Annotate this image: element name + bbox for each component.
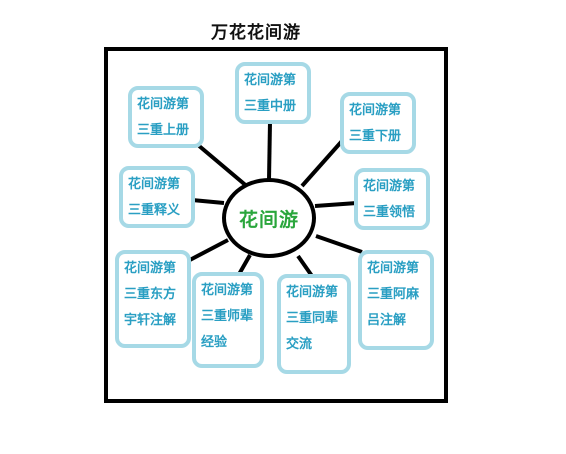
node-xia-ce: 花间游第 三重下册 bbox=[340, 92, 416, 154]
node-line: 花间游第 bbox=[128, 177, 181, 192]
connector-zhong-ce bbox=[267, 121, 272, 181]
center-node: 花间游 bbox=[222, 178, 316, 258]
node-line: 花间游第 bbox=[367, 261, 420, 276]
node-line: 吕注解 bbox=[367, 313, 407, 328]
node-line: 花间游第 bbox=[363, 179, 416, 194]
connector-a-ma-lv bbox=[315, 234, 363, 254]
node-line: 三重中册 bbox=[244, 99, 297, 114]
node-line: 三重同辈 bbox=[286, 311, 339, 326]
node-line: 三重东方 bbox=[124, 287, 177, 302]
node-tong-bei: 花间游第 三重同辈 交流 bbox=[277, 274, 351, 374]
node-line: 花间游第 bbox=[244, 73, 297, 88]
node-a-ma-lv: 花间游第 三重阿麻 吕注解 bbox=[358, 250, 434, 350]
node-dongfang: 花间游第 三重东方 宇轩注解 bbox=[115, 250, 191, 348]
node-line: 花间游第 bbox=[286, 285, 339, 300]
node-line: 三重师辈 bbox=[201, 309, 254, 324]
node-line: 花间游第 bbox=[124, 261, 177, 276]
node-line: 交流 bbox=[286, 337, 313, 352]
node-line: 三重领悟 bbox=[363, 205, 416, 220]
node-shi-yi: 花间游第 三重释义 bbox=[119, 166, 195, 228]
node-shang-ce: 花间游第 三重上册 bbox=[128, 86, 204, 148]
node-line: 宇轩注解 bbox=[124, 313, 177, 328]
connector-shi-yi bbox=[191, 198, 225, 205]
connector-dongfang bbox=[185, 238, 229, 264]
connector-shang-ce bbox=[196, 143, 251, 190]
node-line: 三重下册 bbox=[349, 129, 402, 144]
node-line: 花间游第 bbox=[349, 103, 402, 118]
node-zhong-ce: 花间游第 三重中册 bbox=[235, 62, 311, 124]
node-ling-wu: 花间游第 三重领悟 bbox=[354, 168, 430, 230]
node-line: 三重上册 bbox=[137, 123, 190, 138]
connector-xia-ce bbox=[300, 139, 344, 188]
node-line: 三重阿麻 bbox=[367, 287, 420, 302]
node-line: 经验 bbox=[201, 335, 228, 350]
diagram-title: 万花花间游 bbox=[211, 23, 301, 43]
node-shi-bei: 花间游第 三重师辈 经验 bbox=[192, 272, 264, 368]
node-line: 花间游第 bbox=[201, 283, 254, 298]
node-line: 三重释义 bbox=[128, 203, 181, 218]
node-line: 花间游第 bbox=[137, 97, 190, 112]
connector-tong-bei bbox=[296, 254, 314, 278]
connector-ling-wu bbox=[314, 201, 358, 208]
